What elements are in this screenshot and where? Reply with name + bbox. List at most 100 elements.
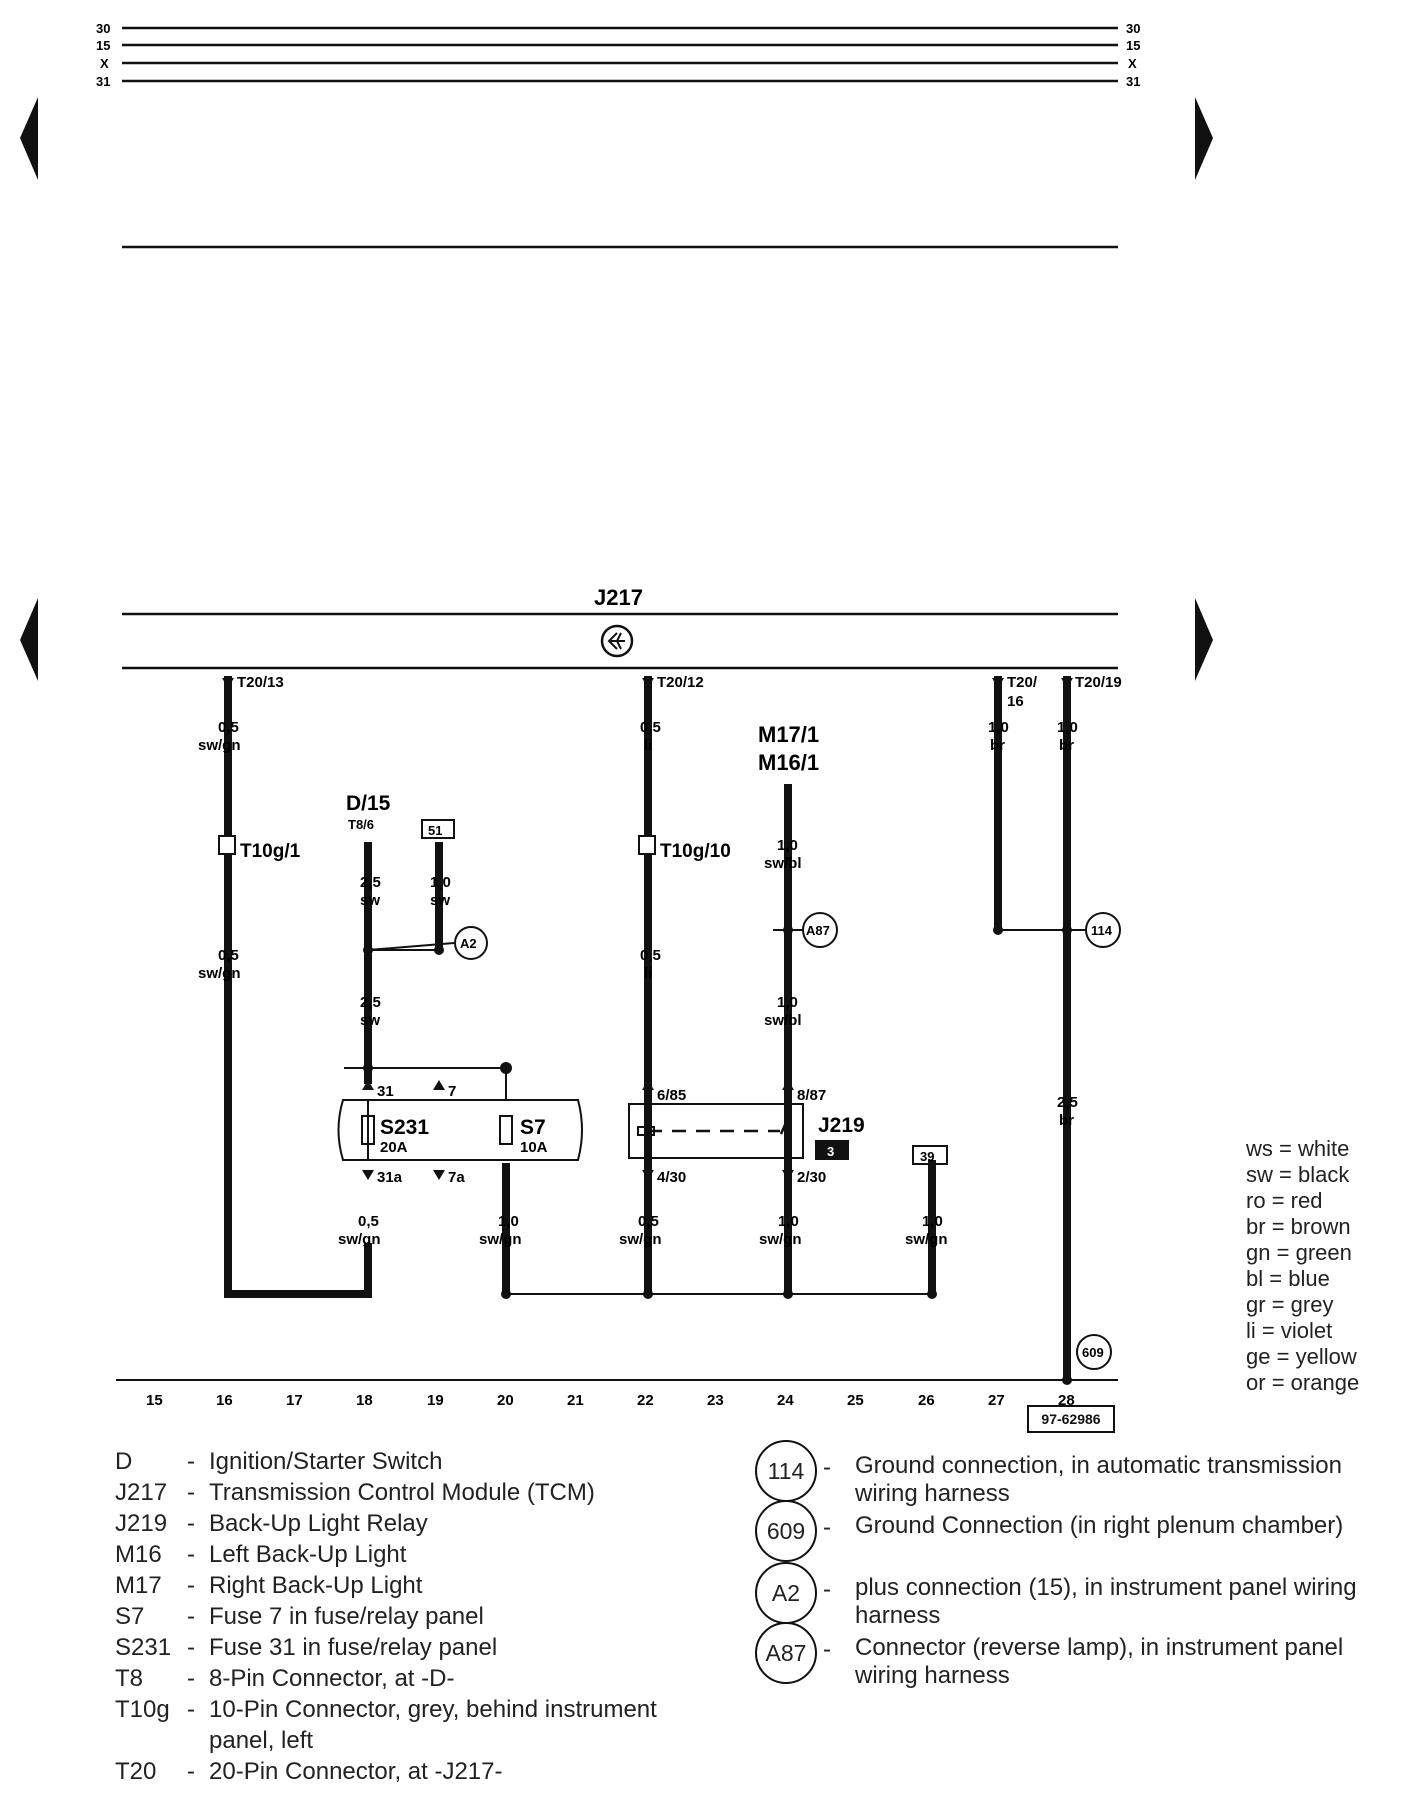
fuse-s7-rating: 10A xyxy=(520,1139,548,1156)
bus-label-x-left: X xyxy=(100,56,109,71)
legend-item: li = violet xyxy=(1246,1318,1333,1343)
wire-gauge: 2,5 xyxy=(360,994,381,1011)
wire-gauge: 0,5 xyxy=(640,719,661,736)
connection-circle: 114 xyxy=(755,1440,817,1502)
pin-arrow-icon xyxy=(782,1080,794,1090)
wire-color: sw/gn xyxy=(759,1231,802,1248)
bus-label-30-right: 30 xyxy=(1126,21,1140,36)
bus-label-15-left: 15 xyxy=(96,38,110,53)
junction-dot xyxy=(783,1289,793,1299)
ground-114-label: 114 xyxy=(1091,923,1113,938)
box-39 xyxy=(912,1145,948,1165)
connection-circle: 609 xyxy=(755,1500,817,1562)
pin-7: 7 xyxy=(448,1083,456,1100)
connection-circle: A2 xyxy=(755,1562,817,1624)
component-item: M17-Right Back-Up Light xyxy=(115,1572,423,1599)
component-item: S7-Fuse 7 in fuse/relay panel xyxy=(115,1603,484,1630)
wire-color: sw/gn xyxy=(198,965,241,982)
pin-31: 31 xyxy=(377,1083,394,1100)
component-item: J219-Back-Up Light Relay xyxy=(115,1510,428,1537)
wires xyxy=(224,676,1071,1380)
connection-item: 114 - Ground connection, in automatic tr… xyxy=(755,1440,1395,1507)
m16-label: M16/1 xyxy=(758,750,819,775)
pin-arrow-icon xyxy=(1061,678,1073,688)
component-item: T8-8-Pin Connector, at -D- xyxy=(115,1665,455,1692)
connector-t10g10-label: T10g/10 xyxy=(660,841,731,862)
wire-color: sw/bl xyxy=(764,1012,802,1029)
grid-number: 25 xyxy=(847,1392,864,1409)
bus-label-31-left: 31 xyxy=(96,74,110,89)
junction-dot xyxy=(783,925,793,935)
junction-dot xyxy=(927,1289,937,1299)
component-item: D-Ignition/Starter Switch xyxy=(115,1448,443,1475)
prev-page-arrow-bottom[interactable] xyxy=(20,598,38,681)
wire-gauge: 1,0 xyxy=(777,994,798,1011)
pin-4-30: 4/30 xyxy=(657,1169,686,1186)
legend-item: or = orange xyxy=(1246,1370,1360,1395)
wire-color: sw xyxy=(430,892,450,909)
color-legend: ws = white sw = black ro = red br = brow… xyxy=(1246,1136,1359,1396)
wire-color: sw/bl xyxy=(764,855,802,872)
pin-31a: 31a xyxy=(377,1169,403,1186)
pin-8-87: 8/87 xyxy=(797,1087,826,1104)
legend-item: bl = blue xyxy=(1246,1266,1330,1291)
bus-label-x-right: X xyxy=(1128,56,1137,71)
wire-gauge: 1,0 xyxy=(778,1213,799,1230)
tcm-symbol-icon xyxy=(600,624,634,658)
connector-t10g1-icon xyxy=(218,835,236,855)
pin-arrow-icon xyxy=(222,678,234,688)
wire-color: li xyxy=(644,737,652,754)
wire-gauge: 0,5 xyxy=(218,719,239,736)
junction-dot xyxy=(993,925,1003,935)
legend-item: sw = black xyxy=(1246,1162,1350,1187)
document-number: 97-62986 xyxy=(1027,1405,1115,1433)
connection-item: 609 - Ground Connection (in right plenum… xyxy=(755,1500,1395,1562)
connector-t8-6-label: T8/6 xyxy=(348,817,374,832)
legend-item: ws = white xyxy=(1246,1136,1350,1161)
pin-t20-16b: 16 xyxy=(1007,693,1024,710)
wire-color: sw/gn xyxy=(198,737,241,754)
grid-number: 21 xyxy=(567,1392,584,1409)
grid-number: 22 xyxy=(637,1392,654,1409)
next-page-arrow-top[interactable] xyxy=(1195,97,1213,180)
legend-item: gn = green xyxy=(1246,1240,1352,1265)
component-legend: D-Ignition/Starter Switch J217-Transmiss… xyxy=(115,1446,689,1787)
wire-gauge: 0,5 xyxy=(358,1213,379,1230)
fuse-s231-label: S231 xyxy=(380,1116,429,1139)
relay-j219-label: J219 xyxy=(818,1114,865,1137)
pin-arrow-icon xyxy=(782,1170,794,1180)
fuse-s231-icon xyxy=(361,1115,375,1145)
j217-module: J217 xyxy=(122,585,1118,670)
legend-item: br = brown xyxy=(1246,1214,1351,1239)
grid-number: 28 xyxy=(1058,1392,1075,1409)
wire-gauge: 1,0 xyxy=(922,1213,943,1230)
next-page-arrow-bottom[interactable] xyxy=(1195,598,1213,681)
junction-dot xyxy=(500,1062,512,1074)
junction-dot xyxy=(1062,925,1072,935)
box-39-label: 39 xyxy=(920,1149,934,1164)
fuse-s231-rating: 20A xyxy=(380,1139,408,1156)
prev-page-arrow-top[interactable] xyxy=(20,97,38,180)
wire-color: sw xyxy=(360,1012,380,1029)
relay-j219-ref: 3 xyxy=(827,1144,834,1159)
pin-t20-16a: T20/ xyxy=(1007,674,1038,691)
wire-color: sw/gn xyxy=(619,1231,662,1248)
connection-legend: 114 - Ground connection, in automatic tr… xyxy=(755,1440,1395,1689)
component-item: T20-20-Pin Connector, at -J217- xyxy=(115,1758,503,1785)
junction-dot xyxy=(363,1063,373,1073)
grid-number: 24 xyxy=(777,1392,794,1409)
wire-color: li xyxy=(644,965,652,982)
component-item: M16-Left Back-Up Light xyxy=(115,1541,407,1568)
wire-color: sw/gn xyxy=(905,1231,948,1248)
box-51-label: 51 xyxy=(428,823,442,838)
pin-arrow-icon xyxy=(992,678,1004,688)
connector-t10g10-icon xyxy=(638,835,656,855)
ground-609-label: 609 xyxy=(1082,1345,1104,1360)
wire-gauge: 1,0 xyxy=(777,837,798,854)
grid-number: 17 xyxy=(286,1392,303,1409)
wire-color: br xyxy=(990,737,1005,754)
pin-arrow-icon xyxy=(433,1170,445,1180)
grid-number: 18 xyxy=(356,1392,373,1409)
wire-color: br xyxy=(1059,1112,1074,1129)
m17-label: M17/1 xyxy=(758,722,819,747)
